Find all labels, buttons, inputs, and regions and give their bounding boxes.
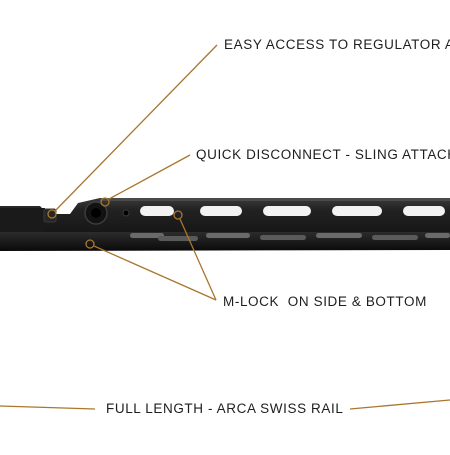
qd-marker xyxy=(100,197,110,207)
regulator-leader-line xyxy=(54,44,218,212)
mlock-side-marker xyxy=(173,210,183,220)
mlock-bottom-marker xyxy=(85,239,95,249)
arca-right-line xyxy=(349,399,450,410)
mlock-bottom-slots xyxy=(130,233,450,241)
regulator-marker xyxy=(47,209,57,219)
mlock-callout-label: M-LOCK ON SIDE & BOTTOM xyxy=(223,294,427,309)
arca-left-line xyxy=(0,405,96,410)
regulator-callout-label: EASY ACCESS TO REGULATOR A xyxy=(224,37,450,52)
mlock-side-leader-line xyxy=(179,218,217,301)
callout-lines xyxy=(0,44,450,410)
handguard-body xyxy=(0,198,450,251)
arca-rail-callout-label: FULL LENGTH - ARCA SWISS RAIL xyxy=(106,401,344,416)
mlock-bottom-leader-line xyxy=(93,245,217,301)
quick-disconnect-callout-label: QUICK DISCONNECT - SLING ATTACH xyxy=(196,147,450,162)
mlock-side-slots xyxy=(140,206,445,216)
qd-leader-line xyxy=(108,154,191,200)
